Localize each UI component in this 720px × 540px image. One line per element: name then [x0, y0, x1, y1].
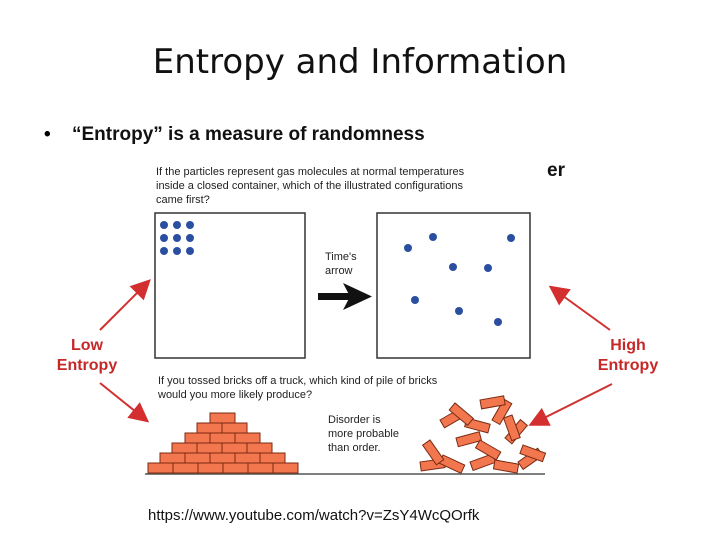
- times-arrow-label: Time's arrow: [325, 251, 357, 277]
- bricks-question: If you tossed bricks off a truck, which …: [158, 375, 438, 401]
- bullet-marker: •: [44, 124, 51, 145]
- scattered-brick-pile: [419, 395, 547, 474]
- bullet-cutoff-text: er: [547, 160, 565, 181]
- ordered-molecules: [160, 221, 194, 255]
- low-entropy-label: Low Entropy: [56, 337, 118, 374]
- time-arrow: [318, 283, 372, 310]
- bullet-text: “Entropy” is a measure of randomness: [72, 124, 425, 145]
- disordered-container: [376, 212, 531, 359]
- video-link[interactable]: https://www.youtube.com/watch?v=ZsY4WcQO…: [148, 507, 480, 524]
- ordered-brick-pile: [147, 412, 299, 474]
- red-indicator-arrows: [99, 279, 613, 426]
- gas-question: If the particles represent gas molecules…: [156, 166, 465, 206]
- scattered-molecules: [404, 233, 515, 326]
- disorder-note: Disorder is more probable than order.: [328, 414, 399, 454]
- high-entropy-label: High Entropy: [597, 337, 659, 374]
- ordered-container: [154, 212, 306, 359]
- slide-title: Entropy and Information: [152, 42, 568, 82]
